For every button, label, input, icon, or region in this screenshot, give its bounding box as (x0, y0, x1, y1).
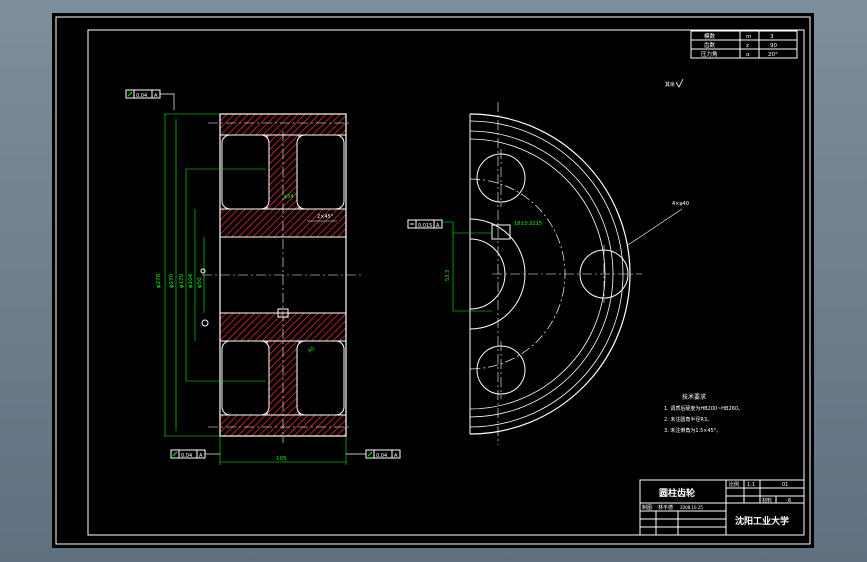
drawing-code: 01 (782, 482, 788, 488)
dim-d2: φ270 (169, 273, 175, 288)
title-block: 圆柱齿轮 比例 1:1 01 材料 6 制图 林平德 2008.10.25 沈阳… (639, 479, 805, 536)
param-name: 压力角 (701, 50, 718, 58)
tolerance-frame-bottom-right: 0.04 A (346, 449, 401, 459)
front-dimensions: 53.3 18±0.0215 4×φ40 (442, 201, 689, 312)
gear-parameter-table: 模数 m 3 齿数 z 90 压力角 α 20° (690, 30, 798, 59)
weight-value: 6 (788, 498, 791, 504)
svg-text:0.04: 0.04 (181, 453, 192, 459)
dim-chamfer: 2×45° (317, 214, 334, 220)
svg-text:其余: 其余 (665, 81, 675, 88)
param-symbol: z (746, 43, 749, 49)
drawing-title: 圆柱齿轮 (659, 487, 695, 499)
drawing-date: 2008.10.25 (680, 505, 703, 510)
dim-bore: φ50 (197, 277, 203, 288)
dim-fillet: R5 (307, 346, 316, 355)
designer-role: 制图 (642, 504, 652, 511)
dim-d1: φ278 (156, 273, 162, 288)
designer-name: 林平德 (658, 504, 673, 511)
dim-hole: 4×φ40 (672, 201, 689, 207)
svg-text:0.04: 0.04 (136, 93, 147, 99)
sheet-inner-border (87, 29, 805, 536)
weight-label: 材料 (762, 497, 772, 504)
scale-value: 1:1 (747, 482, 755, 488)
front-view (469, 102, 642, 445)
svg-text:A: A (199, 453, 203, 459)
sheet-outer-border (55, 16, 811, 545)
dim-keyway-depth: 53.3 (445, 270, 451, 281)
tech-req-item: 3. 未注倒角为1.5×45°。 (664, 427, 721, 434)
param-value: 90 (770, 43, 777, 49)
dim-keyway: 18±0.0215 (514, 221, 542, 227)
roughness-note: 其余 (665, 78, 684, 88)
dim-width: 105 (276, 456, 287, 462)
dim-d3: φ170 (179, 273, 185, 288)
param-symbol: α (746, 52, 750, 58)
svg-text:A: A (394, 453, 398, 459)
svg-text:0.015: 0.015 (418, 223, 432, 229)
section-view (202, 113, 362, 443)
tech-req-item: 1. 调质后硬度为HB200~HB260。 (664, 405, 743, 412)
tech-req-title: 技术要求 (682, 393, 706, 401)
svg-text:A: A (154, 93, 158, 99)
tolerance-frame-top: 0.04 A (125, 89, 175, 110)
drawing-viewport[interactable]: 模数 m 3 齿数 z 90 压力角 α 20° 其余 (52, 13, 814, 548)
param-symbol: m (746, 34, 751, 40)
section-dimensions: φ278 φ270 φ170 φ104 φ50 105 φ54 2×45° R5 (156, 113, 347, 465)
technical-requirements: 技术要求 1. 调质后硬度为HB200~HB260。 2. 未注圆角半径R3。 … (664, 393, 743, 434)
tolerance-frame-bottom-left: 0.04 A (170, 449, 220, 459)
drawing-canvas: 模数 m 3 齿数 z 90 压力角 α 20° 其余 (55, 16, 811, 545)
param-name: 齿数 (704, 41, 716, 49)
param-value: 20° (768, 52, 778, 58)
param-value: 3 (770, 34, 774, 40)
school-name: 沈阳工业大学 (735, 515, 789, 527)
scale-label: 比例 (729, 481, 739, 488)
dim-d4: φ104 (188, 273, 194, 288)
tech-req-item: 2. 未注圆角半径R3。 (664, 416, 712, 423)
tolerance-frame-bore: 0.015 A (407, 219, 443, 229)
svg-text:A: A (436, 223, 440, 229)
svg-text:0.04: 0.04 (376, 453, 387, 459)
dim-hub: φ54 (284, 194, 294, 200)
param-name: 模数 (704, 32, 716, 40)
